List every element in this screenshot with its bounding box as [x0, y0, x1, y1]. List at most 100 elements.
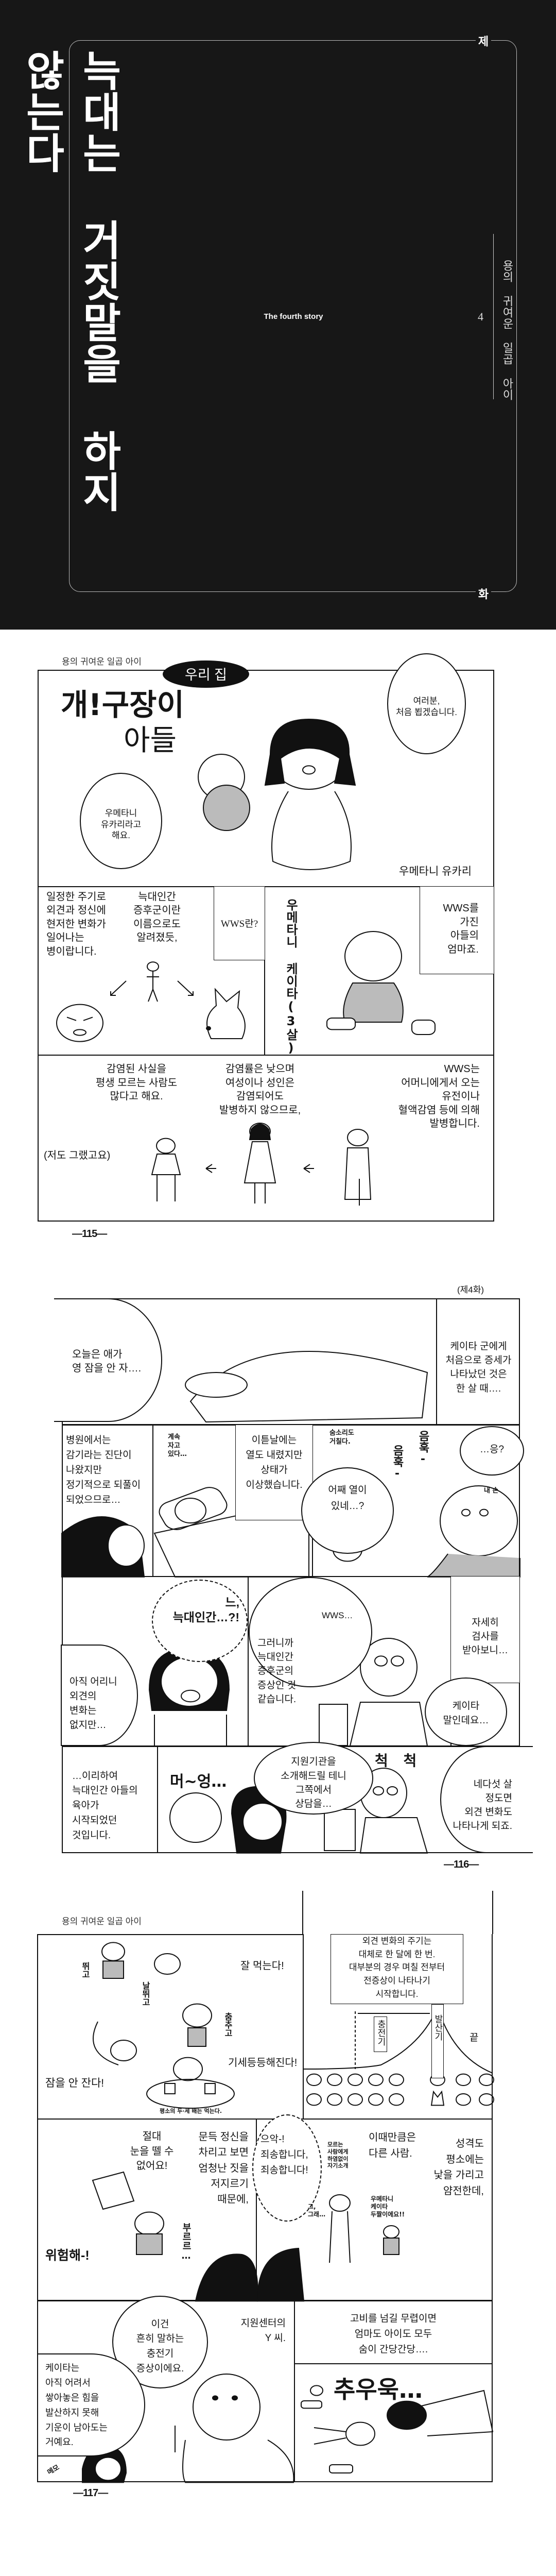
chapter-cover: 제 늑대는 거짓말을 하지 않는다 The fourth story 4 용의 …	[0, 0, 556, 630]
charge-phase-label: 충전기	[376, 2020, 386, 2046]
charge-phase-box	[374, 2016, 387, 2053]
syndrome-text: 늑대인간 증후군이란 이름으로도 알려졌듯,	[133, 891, 181, 944]
panel-edge-line	[302, 1890, 303, 1934]
my-hand-note: 내 손	[484, 1487, 499, 1495]
exhausted-family-illustration	[301, 2385, 493, 2473]
huh-text: …응?	[479, 1444, 505, 1455]
sleeping-child-illustration	[154, 1484, 309, 1577]
uh-text: 그, 그래…	[308, 2203, 326, 2218]
speech-bubble	[37, 2353, 145, 2456]
speech-bubble	[387, 653, 466, 754]
greeting-text: 여러분, 처음 뵙겠습니다.	[396, 696, 457, 717]
wws-question-box	[214, 886, 265, 960]
support-text: 지원기관을 소개해드릴 테니 그쪽에서 상담을…	[281, 1756, 346, 1809]
ms-y-caption: 지원센터의 Y 씨.	[240, 2318, 286, 2344]
shout-bubble	[152, 1579, 248, 1662]
baby-illustration	[198, 754, 250, 831]
hospital-text: 병원에서는 감기라는 진단이 나왔지만 정기적으로 되풀이 되었으므로…	[66, 1435, 141, 1505]
panel-infection	[38, 1055, 494, 1222]
personality-text: 성격도 평소에는 낯을 가리고 얌전한데,	[433, 2138, 484, 2197]
eats-text: 잘 먹는다!	[240, 1960, 284, 1972]
breath-note: 숨소리도 거칠다.	[329, 1429, 354, 1446]
sleeping-note: 계속 자고 있다…	[168, 1433, 187, 1458]
apologizing-mother-illustration	[196, 2248, 304, 2301]
chapter-suffix: 화	[476, 587, 491, 601]
page-number: —116—	[444, 1859, 479, 1870]
comic-title-line1: 개!구장이	[61, 687, 184, 722]
young-text: 아직 어리니 외견의 변화는 없지만…	[70, 1676, 117, 1731]
writing-sfx: 척 척	[375, 1752, 422, 1769]
speech-bubble	[460, 1426, 524, 1476]
shocked-mother-illustration	[149, 1649, 229, 1746]
cover-frame	[69, 40, 517, 592]
exhausted-text: 고비를 넘길 무렵이면 엄마도 아이도 모두 숨이 간당간당….	[350, 2313, 437, 2355]
cant-look-text: 절대 눈을 뗄 수 없어요!	[130, 2130, 174, 2172]
charger-text: 이건 흔히 말하는 충전기 증상이에요.	[136, 2318, 184, 2374]
sorry-text: 으악-! 죄송합니다, 죄송합니다!	[260, 2133, 308, 2176]
self-intro-text: 우메타니 케이타 두짤이에요!!	[371, 2195, 405, 2218]
page-number: —115—	[72, 1228, 107, 1240]
infection-text-1: 감염된 사실을 평생 모르는 사람도 많다고 해요.	[95, 1063, 178, 1103]
comic-page-strip: 제 늑대는 거짓말을 하지 않는다 The fourth story 4 용의 …	[0, 0, 556, 2499]
age-text: 네다섯 살 정도면 외견 변화도 나타나게 되죠.	[453, 1778, 512, 1832]
counselor-illustration	[175, 2374, 293, 2482]
mother-illustration	[265, 719, 355, 870]
eats-note: 평소의 두·세 배는 먹는다.	[160, 2108, 222, 2115]
mom-caption-box	[420, 886, 494, 975]
slump-sfx: 추우욱…	[334, 2375, 423, 2403]
panel-divider	[294, 2363, 493, 2364]
son-illustration	[327, 931, 435, 1035]
behaving-children-illustration	[93, 1942, 234, 2108]
release-phase-label: 발산기	[433, 2014, 443, 2041]
thus-text: …이리하여 늑대인간 아들의 육아가 시작되었던 것입니다.	[72, 1770, 138, 1841]
sfx-panting-2: 음훅-	[391, 1445, 404, 1480]
family-lineage-illustration	[152, 1123, 371, 1206]
chapter-prefix: 제	[476, 33, 491, 48]
intro-text: 우메타니 유카리라고 해요.	[100, 808, 142, 841]
speech-bubble	[425, 1677, 507, 1746]
name-caption: 우메타니 유카리	[399, 866, 472, 878]
face-row	[307, 2092, 494, 2105]
next-day-text: 이튿날에는 열도 내렸지만 상태가 이상했습니다.	[246, 1435, 303, 1490]
first-symptom-text: 케이타 군에게 처음으로 증세가 나타났던 것은 한 살 때….	[445, 1341, 512, 1394]
wws-question: WWS란?	[220, 919, 258, 929]
son-name-label: 우메타니 케이타(3살)	[284, 899, 298, 1055]
cycle-box	[331, 1934, 463, 2004]
child-with-chair-illustration	[93, 2172, 164, 2255]
infection-text-2: 감염률은 낮으며 여성이나 성인은 감염되어도 발병하지 않으므로,	[219, 1063, 301, 1116]
fever-text: 어째 열이 있네…?	[328, 1485, 367, 1512]
sleepless-text: 오늘은 애가 영 잠을 안 자….	[72, 1349, 142, 1375]
mom-caption: WWS를 가진 아들의 엄마죠.	[443, 903, 479, 955]
cycle-text: 외견 변화의 주기는 대체로 한 달에 한 번. 대부분의 경우 며칠 전부터 …	[349, 1936, 445, 1999]
page-number: —117—	[73, 2487, 108, 2499]
doctor-text: 그러니까 늑대인간 증후군의 증상인 것 같습니다.	[257, 1638, 297, 1705]
doctor-illustration	[319, 1638, 427, 1746]
runs-label: 뛰고	[80, 1962, 90, 1978]
cover-divider	[493, 233, 494, 400]
badge-text: 우리 집	[184, 667, 228, 683]
danger-text: 위험해-!	[45, 2248, 90, 2263]
keita-text: 케이타 말인데요…	[443, 1700, 489, 1726]
end-phase-label: 끝	[470, 2032, 479, 2044]
daze-sfx: 머~엉…	[170, 1773, 227, 1791]
speech-bubble	[254, 1741, 373, 1815]
panel-edge-line	[492, 1890, 493, 1934]
chapter-subtitle-en: The fourth story	[264, 312, 323, 321]
chapter-number: 4	[478, 310, 483, 324]
panel-exhausted	[294, 2300, 493, 2483]
speech-bubble	[440, 1745, 533, 1853]
exam-box	[450, 1576, 520, 1684]
shout-bubble	[252, 2114, 322, 2222]
speech-bubble	[61, 1645, 138, 1746]
shock-text: 느, 늑대인간…?!	[172, 1596, 239, 1624]
explain-text: 케이타는 아직 어려서 쌓아놓은 힘을 발산하지 못해 기운이 남아도는 거예요…	[45, 2363, 108, 2448]
passerby-illustration	[329, 2195, 399, 2263]
definition-text: 일정한 주기로 외견과 정신에 현저한 변화가 일어나는 병이랍니다.	[46, 891, 106, 957]
speech-bubble	[301, 1467, 394, 1554]
tremble-sfx: 부르르…	[181, 2222, 192, 2261]
series-title: 용의 귀여운 일곱 아이	[501, 260, 514, 400]
speech-bubble	[54, 1298, 162, 1422]
stick-figure-icon	[111, 962, 193, 1002]
suddenly-text: 문득 정신을 차리고 보면 엄청난 짓을 저지르기 때문에,	[198, 2131, 249, 2206]
infection-text-3: WWS는 어머니에게서 오는 유전이나 혈액감염 등에 의해 발병합니다.	[398, 1063, 480, 1130]
